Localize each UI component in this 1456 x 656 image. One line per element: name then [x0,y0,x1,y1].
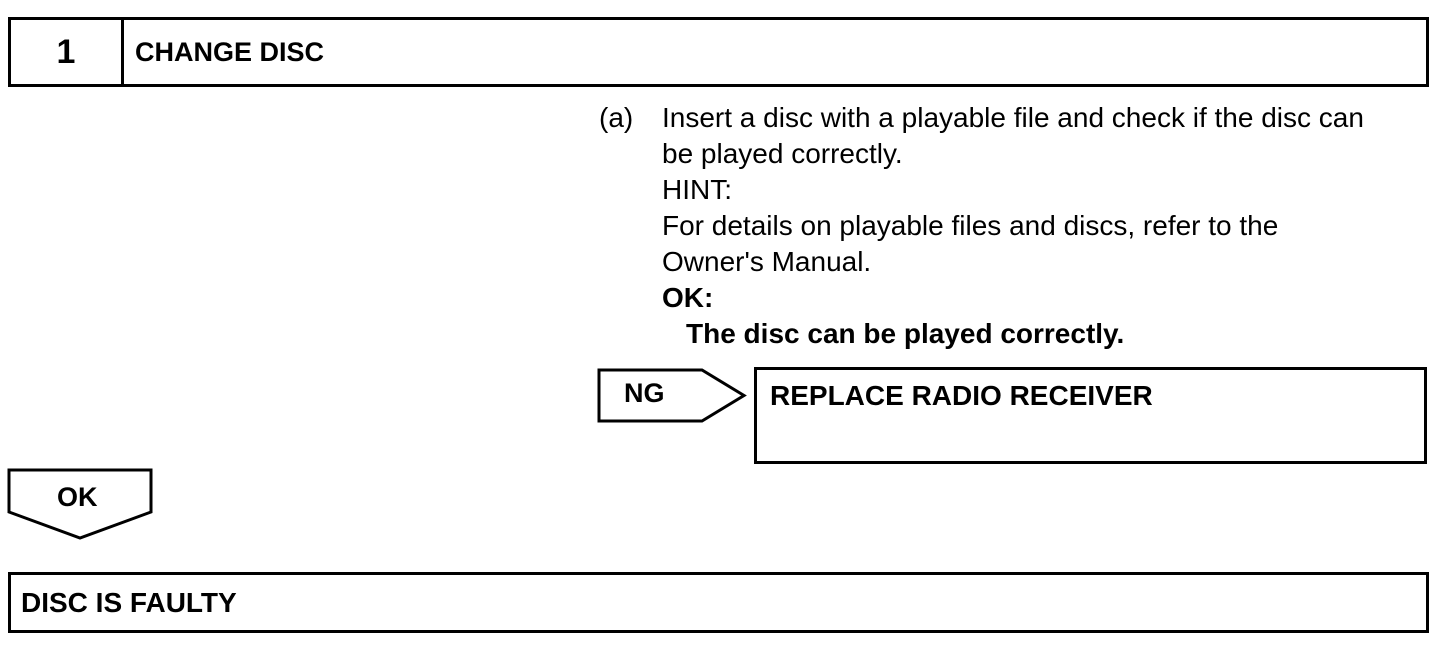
instruction-line-1: Insert a disc with a playable file and c… [662,102,1364,133]
instruction-line-2: be played correctly. [662,138,903,169]
ok-label: OK [57,482,98,512]
ng-action-box: REPLACE RADIO RECEIVER [754,367,1427,464]
step-header: 1 CHANGE DISC [8,17,1429,87]
ok-criteria-label: OK: [662,282,714,313]
ng-action-label: REPLACE RADIO RECEIVER [770,380,1153,411]
step-number: 1 [11,20,124,84]
hint-line-1: For details on playable files and discs,… [662,210,1279,241]
ok-result-label: DISC IS FAULTY [21,586,237,618]
ok-result-box: DISC IS FAULTY [8,572,1429,633]
procedure-marker: (a) [599,102,634,133]
ok-criteria-text: The disc can be played correctly. [686,318,1125,349]
ng-label: NG [624,378,665,408]
ng-arrow-icon [597,368,747,423]
ok-arrow-icon [7,468,153,540]
hint-label: HINT: [662,174,732,205]
hint-line-2: Owner's Manual. [662,246,872,277]
step-title: CHANGE DISC [135,36,325,67]
procedure-text: Insert a disc with a playable file and c… [662,100,1432,352]
